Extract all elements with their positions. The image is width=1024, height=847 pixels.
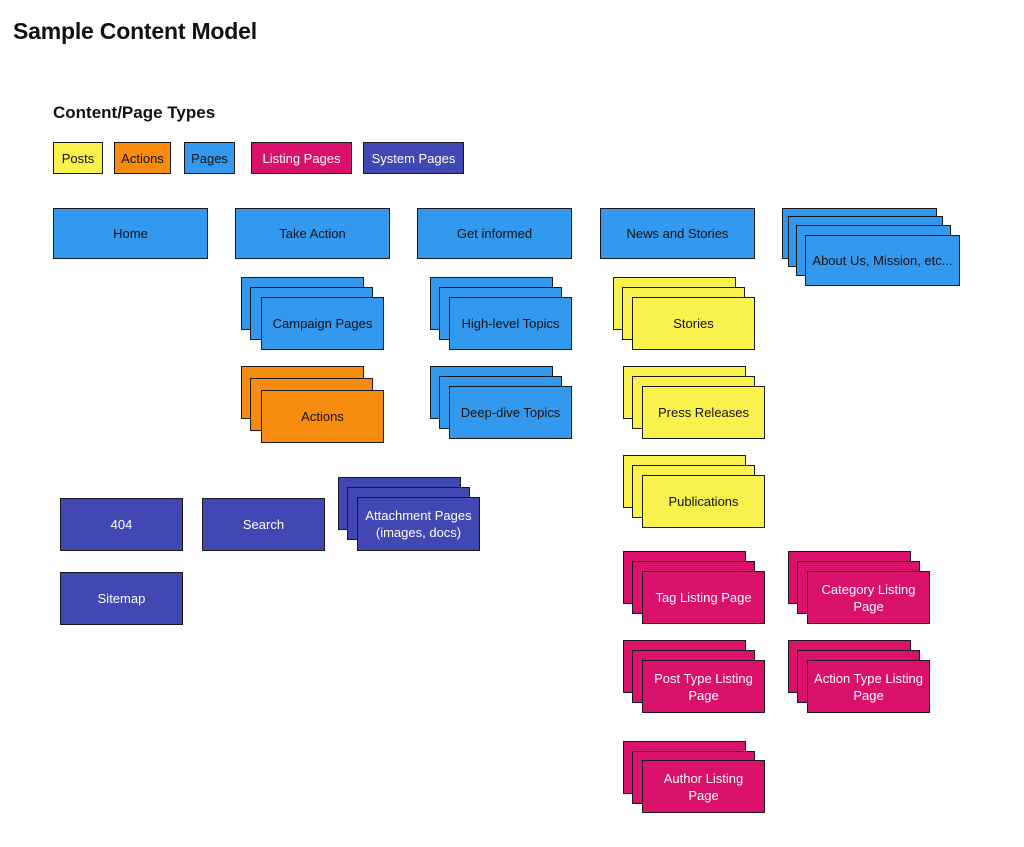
- node-tag-listing-page: Tag Listing Page: [642, 571, 765, 624]
- node-take-action: Take Action: [235, 208, 390, 259]
- node-get-informed: Get informed: [417, 208, 572, 259]
- node-deep-dive-topics: Deep-dive Topics: [449, 386, 572, 439]
- node-about-us: About Us, Mission, etc...: [805, 235, 960, 286]
- node-post-type-listing-page: Post Type Listing Page: [642, 660, 765, 713]
- node-author-listing-page: Author Listing Page: [642, 760, 765, 813]
- section-title: Content/Page Types: [53, 103, 216, 122]
- node-press-releases: Press Releases: [642, 386, 765, 439]
- legend-listing-pages: Listing Pages: [251, 142, 352, 174]
- node-stories: Stories: [632, 297, 755, 350]
- node-publications: Publications: [642, 475, 765, 528]
- node-high-level-topics: High-level Topics: [449, 297, 572, 350]
- node-404: 404: [60, 498, 183, 551]
- node-campaign-pages: Campaign Pages: [261, 297, 384, 350]
- node-actions: Actions: [261, 390, 384, 443]
- legend-posts: Posts: [53, 142, 103, 174]
- node-action-type-listing-page: Action Type Listing Page: [807, 660, 930, 713]
- node-category-listing-page: Category Listing Page: [807, 571, 930, 624]
- legend-pages: Pages: [184, 142, 235, 174]
- node-home: Home: [53, 208, 208, 259]
- page-title: Sample Content Model: [13, 18, 257, 44]
- legend-actions: Actions: [114, 142, 171, 174]
- node-news-and-stories: News and Stories: [600, 208, 755, 259]
- node-attachment-pages: Attachment Pages (images, docs): [357, 497, 480, 551]
- node-search: Search: [202, 498, 325, 551]
- node-sitemap: Sitemap: [60, 572, 183, 625]
- legend-system-pages: System Pages: [363, 142, 464, 174]
